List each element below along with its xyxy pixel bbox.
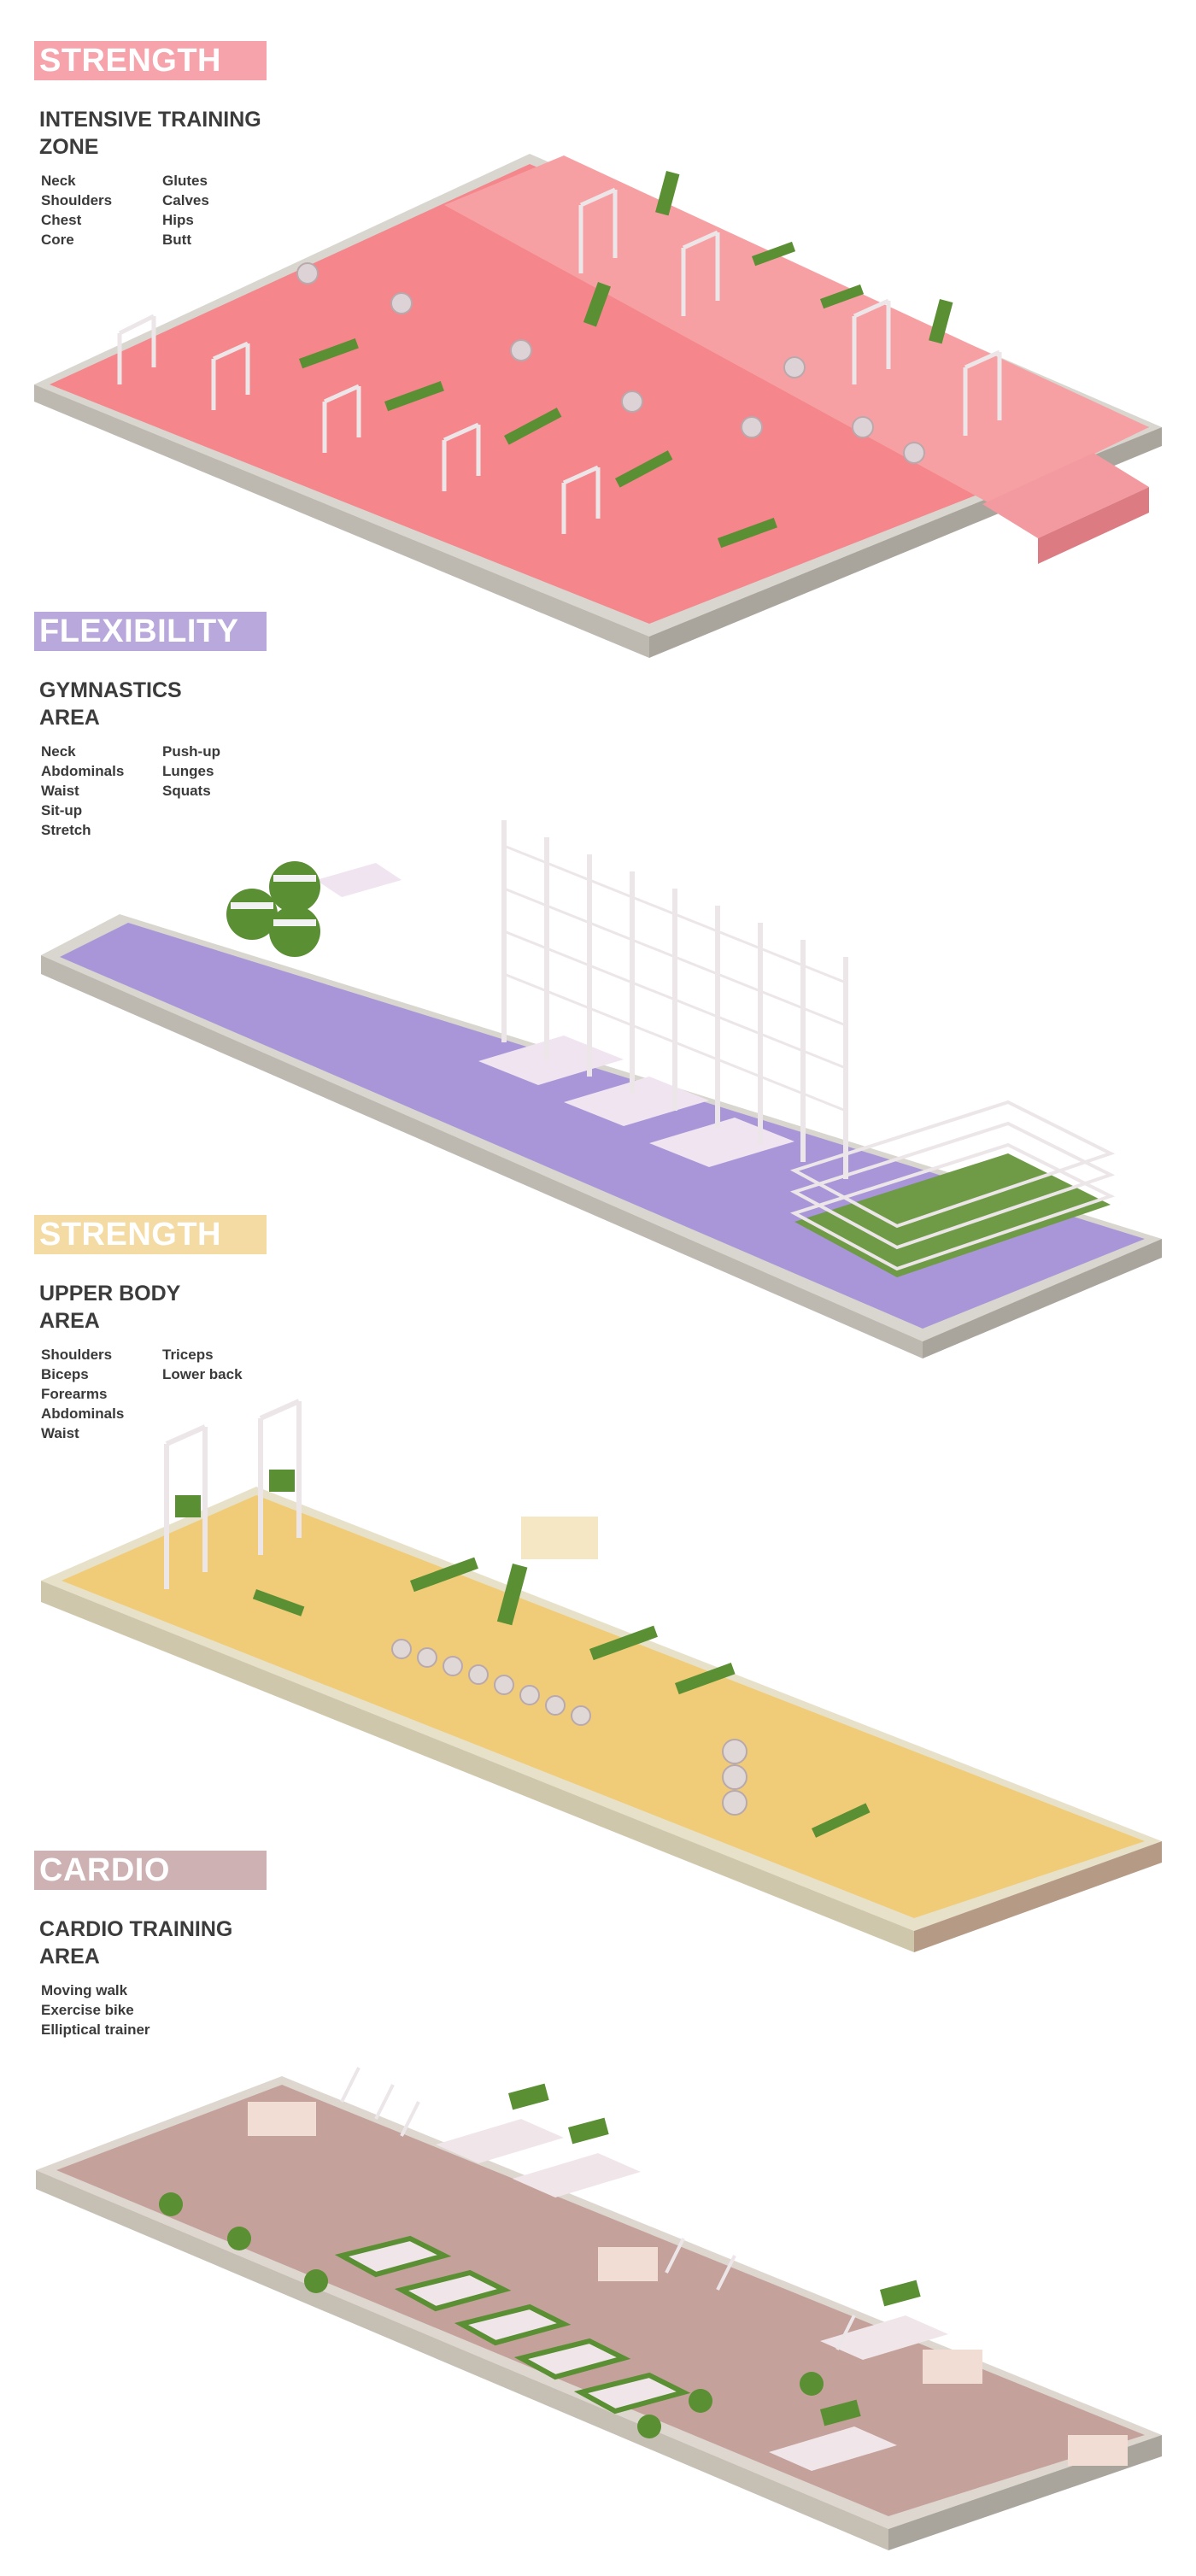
muscle-list: Neck Shoulders Chest Core Glutes Calves … [41,171,299,249]
section-title-line: UPPER BODY [39,1282,181,1306]
intensive-training-floor-illustration [34,154,1162,658]
section-title-line: AREA [39,1309,100,1333]
weight-benches [175,1470,871,1838]
muscle-item: Lower back [162,1366,243,1382]
equipment-list: Moving walk Exercise bike Elliptical tra… [41,1980,299,2039]
muscle-item: Hips [162,212,194,228]
wall-bars [501,820,848,1179]
stairs [982,453,1149,538]
muscle-item: Forearms [41,1386,108,1402]
section-title: INTENSIVE TRAINING ZONE [39,106,321,161]
muscle-item: Triceps [162,1347,214,1363]
section-badge: STRENGTH [34,1215,267,1254]
section-badge: FLEXIBILITY [34,612,267,651]
section-badge: STRENGTH [34,41,267,80]
exercise-bikes [159,2192,824,2438]
muscle-item: Shoulders [41,1347,113,1363]
muscle-item: Chest [41,212,82,228]
equipment-item: Exercise bike [41,2002,134,2018]
section-title-line: AREA [39,1945,100,1969]
equipment-item: Moving walk [41,1982,128,1998]
muscle-item: Abdominals [41,763,125,779]
section-title: UPPER BODY AREA [39,1280,321,1335]
muscle-item: Glutes [162,173,208,189]
muscle-item: Waist [41,783,79,799]
floor-edge [914,1841,1162,1952]
muscle-item: Squats [162,783,211,799]
muscle-item: Neck [41,173,76,189]
elliptical-trainers [340,2067,856,2350]
equipment-item: Elliptical trainer [41,2021,150,2038]
muscle-item: Butt [162,232,191,248]
muscle-item: Abdominals [41,1405,125,1422]
ball-icon [269,906,320,957]
treadmills [436,2083,948,2471]
stairs [1038,487,1149,564]
cardio-floor-illustration [36,2067,1162,2550]
weight-plates [296,262,925,464]
gymnastics-floor-illustration [41,820,1162,1358]
muscle-item: Shoulders [41,192,113,208]
muscle-item: Sit-up [41,802,83,819]
treadmill-row [334,2235,691,2415]
muscle-item: Biceps [41,1366,89,1382]
muscle-item: Calves [162,192,209,208]
section-title-line: ZONE [39,135,99,159]
ball-icon [269,861,320,912]
section-badge: CARDIO [34,1851,267,1890]
muscle-item: Push-up [162,743,220,760]
section-title-line: AREA [39,706,100,730]
red-floor [50,164,1149,624]
ball-icon [226,889,278,940]
weight-benches [299,171,953,549]
storage-boxes [248,2102,1128,2466]
muscle-item: Core [41,232,74,248]
floor-edge [36,2170,888,2550]
power-racks [117,187,1002,534]
storage-box [521,1517,598,1559]
floor-edge [41,955,923,1358]
muscle-list: Shoulders Biceps Forearms Abdominals Wai… [41,1345,299,1443]
section-title-line: CARDIO TRAINING [39,1917,233,1941]
raised-platform [444,155,1149,504]
section-title: GYMNASTICS AREA [39,677,321,731]
yellow-floor [62,1495,1145,1918]
floor-edge [41,1581,914,1952]
purple-floor [60,923,1145,1329]
section-title-line: INTENSIVE TRAINING [39,108,261,132]
muscle-list: Neck Abdominals Waist Sit-up Stretch Pus… [41,742,299,840]
muscle-item: Lunges [162,763,214,779]
upper-body-floor-illustration [41,1399,1162,1952]
floor-edge [34,384,649,658]
floor-edge [923,1239,1162,1358]
cardio-floor [56,2085,1145,2516]
dumbbell-rack [391,1639,748,1816]
muscle-item: Neck [41,743,76,760]
section-title-line: GYMNASTICS [39,678,182,702]
section-title: CARDIO TRAINING AREA [39,1916,321,1970]
medicine-balls [226,861,320,957]
boxing-ring [794,1153,1111,1277]
muscle-item: Stretch [41,822,91,838]
pull-up-stations [164,1399,302,1589]
muscle-item: Waist [41,1425,79,1441]
boxing-ring-ropes [789,1100,1116,1271]
